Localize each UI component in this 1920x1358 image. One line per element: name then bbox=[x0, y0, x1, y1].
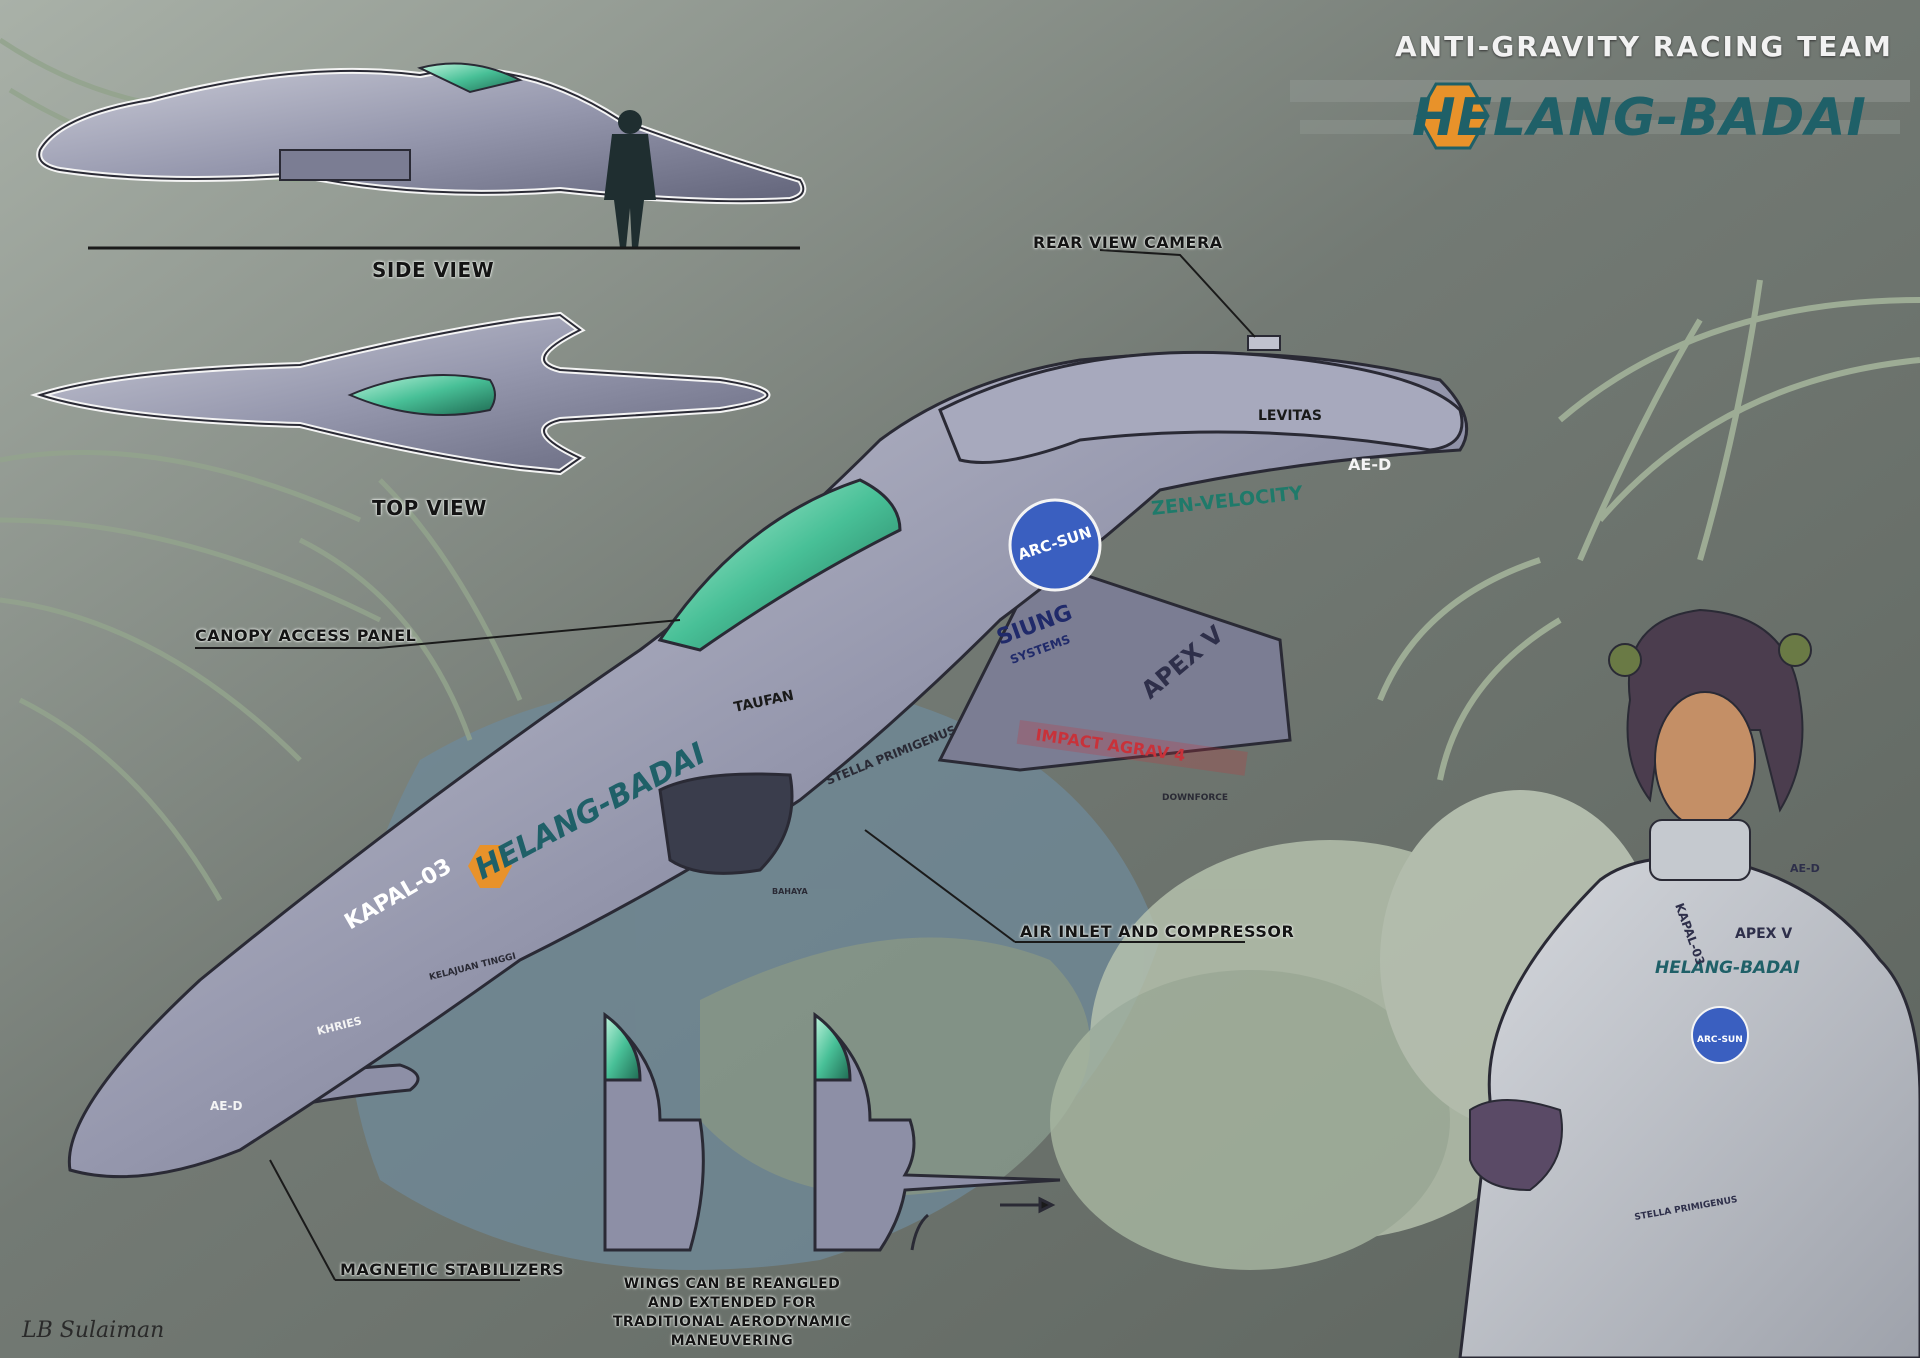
wing-diagram-retracted bbox=[603, 1011, 705, 1252]
decal-bahaya: BAHAYA bbox=[772, 887, 808, 896]
rear-view-camera bbox=[1247, 335, 1281, 351]
decal-downforce: DOWNFORCE bbox=[1162, 793, 1228, 803]
suit-apex-v: APEX V bbox=[1735, 926, 1792, 942]
decal-ae-d: AE-D bbox=[1348, 455, 1391, 474]
artist-signature: LB Sulaiman bbox=[22, 1318, 165, 1343]
pilot-face bbox=[1654, 691, 1756, 829]
callout-rear-view-camera: REAR VIEW CAMERA bbox=[1033, 233, 1223, 252]
team-name: HELANG-BADAI bbox=[1412, 88, 1867, 148]
side-view-label: SIDE VIEW bbox=[372, 258, 495, 282]
top-view-label: TOP VIEW bbox=[372, 496, 487, 520]
pilot-arc-sun-patch bbox=[1691, 1006, 1749, 1064]
ship-team-logo bbox=[468, 845, 512, 888]
callout-wing-note: WINGS CAN BE REANGLED AND EXTENDED FOR T… bbox=[612, 1276, 852, 1349]
palm-foliage-right bbox=[1377, 279, 1920, 781]
header-banner bbox=[1290, 80, 1910, 150]
team-logo-hexagon bbox=[1416, 82, 1490, 150]
team-heading: ANTI-GRAVITY RACING TEAM bbox=[1395, 30, 1893, 63]
rear-wing-fin bbox=[937, 558, 1292, 772]
callout-air-inlet: AIR INLET AND COMPRESSOR bbox=[1020, 922, 1295, 941]
palm-foliage-left bbox=[0, 37, 523, 902]
suit-helang-badai: HELANG-BADAI bbox=[1655, 958, 1800, 978]
callout-magnetic-stabilizers: MAGNETIC STABILIZERS bbox=[340, 1260, 565, 1279]
callout-canopy-access-panel: CANOPY ACCESS PANEL bbox=[195, 626, 417, 645]
pilot-character bbox=[1458, 608, 1920, 1358]
pilot-glove bbox=[1469, 1099, 1563, 1192]
wing-diagram-extended bbox=[813, 1011, 1061, 1252]
main-ship bbox=[67, 335, 1469, 1179]
decal-ae-d-nose: AE-D bbox=[210, 1099, 242, 1113]
top-view-ship bbox=[29, 311, 771, 476]
hair-bun-left bbox=[1608, 643, 1642, 677]
red-decal-panel bbox=[1016, 719, 1248, 776]
fern-bush-right bbox=[1050, 790, 1660, 1270]
hair-bun-right bbox=[1778, 633, 1812, 667]
pilot-scale-silhouette bbox=[604, 110, 656, 248]
main-hull bbox=[67, 351, 1469, 1179]
arc-sun-logo bbox=[1008, 498, 1102, 592]
decal-levitas: LEVITAS bbox=[1258, 408, 1322, 424]
callout-lines bbox=[195, 249, 1256, 1281]
suit-ae-d: AE-D bbox=[1790, 862, 1820, 875]
upper-boom bbox=[938, 350, 1464, 464]
pilot-collar bbox=[1649, 819, 1751, 881]
suit-arc-sun: ARC-SUN bbox=[1697, 1035, 1743, 1045]
ship-canopy bbox=[657, 478, 902, 652]
air-inlet bbox=[658, 772, 794, 875]
